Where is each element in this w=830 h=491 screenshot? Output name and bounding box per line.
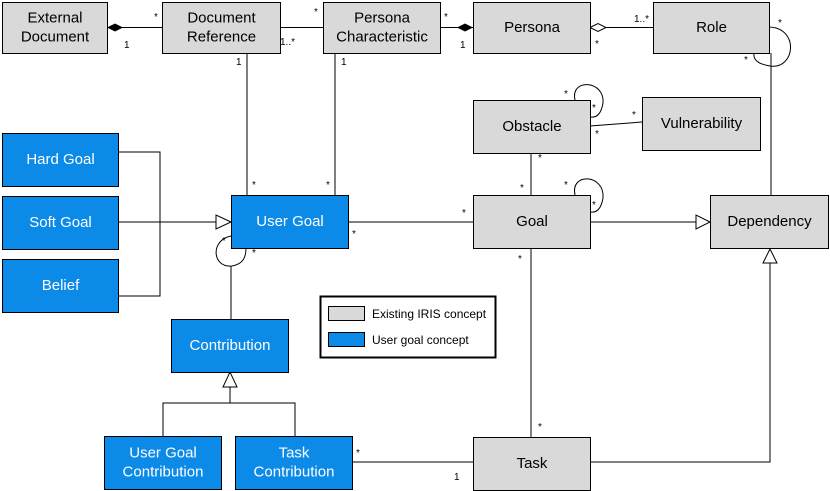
m-taskcontrib-star: * [356, 448, 360, 459]
m-role-star-right: * [778, 18, 782, 29]
soft-goal-label-1: Soft Goal [29, 214, 92, 231]
m-obstacle-star-self-b: * [592, 103, 596, 114]
m-usergoal-star-docref: * [252, 180, 256, 191]
edge-hardgoal [118, 151, 161, 297]
legend-swatch-existing [328, 306, 365, 321]
role-label-1: Role [696, 19, 727, 36]
persona-characteristic-label-1: Persona [354, 10, 411, 27]
contribution-box: Contribution [171, 319, 289, 373]
persona-box: Persona [473, 2, 591, 54]
generalization-arrow [215, 214, 233, 230]
m-obstacle-star-vuln: * [595, 129, 599, 140]
legend-label-user: User goal concept [372, 333, 469, 347]
dependency-box: Dependency [710, 195, 829, 249]
legend-swatch-user [328, 332, 365, 347]
m-docref-1-bottom: 1 [236, 57, 242, 68]
m-obstacle-star-self-a: * [564, 89, 568, 100]
m-role-1n: 1..* [634, 14, 649, 25]
user-goal-contribution-label-2: Contribution [123, 464, 204, 481]
m-perschar-1-bottom: 1 [341, 57, 347, 68]
m-goal-star-usergoal: * [462, 208, 466, 219]
generalization-arrow [222, 370, 238, 388]
m-task-star-top: * [538, 422, 542, 433]
task-contribution-label-1: Task [279, 445, 310, 462]
dependency-label-1: Dependency [727, 213, 812, 230]
soft-goal-box: Soft Goal [2, 196, 119, 250]
generalization-arrow [695, 214, 712, 230]
m-usergoal-star-perschar: * [326, 180, 330, 191]
edge-goal-self [574, 178, 604, 213]
external-document-label-2: Document [21, 29, 90, 46]
edge-contrib-children [162, 402, 296, 436]
belief-box: Belief [2, 259, 119, 313]
edge-usergoal-self [215, 235, 247, 267]
aggregation-diamond [588, 22, 608, 33]
m-docref-1n: 1..* [280, 37, 295, 48]
m-usergoal-star-goal: * [352, 229, 356, 240]
obstacle-box: Obstacle [473, 100, 591, 154]
persona-label-1: Persona [504, 19, 561, 36]
goal-label-1: Goal [516, 213, 548, 230]
m-usergoal-star-self-a: * [222, 236, 226, 247]
document-reference-label-2: Reference [187, 29, 256, 46]
task-box: Task [473, 437, 591, 491]
vulnerability-box: Vulnerability [642, 97, 761, 151]
obstacle-label-1: Obstacle [502, 118, 561, 135]
contribution-label-1: Contribution [190, 337, 271, 354]
m-persona-star: * [595, 39, 599, 50]
edges-layer [107, 22, 791, 463]
hard-goal-label-1: Hard Goal [26, 151, 94, 168]
edge-obstacle-self [574, 84, 604, 118]
persona-characteristic-label-2: Characteristic [336, 29, 428, 46]
m-goal-star-self-a: * [564, 180, 568, 191]
user-goal-box: User Goal [231, 195, 349, 249]
multiplicities-layer: 1 * 1..* * * 1 * 1..* * * 1 1 * * * * * * * * * * * * * * * * * 1 [124, 7, 782, 483]
user-goal-label-1: User Goal [256, 213, 324, 230]
m-goal-star-top: * [520, 183, 524, 194]
user-goal-contribution-label-1: User Goal [129, 445, 197, 462]
legend-label-existing: Existing IRIS concept [372, 307, 487, 321]
m-obstacle-star-bottom: * [538, 153, 542, 164]
m-goal-star-bottom: * [518, 254, 522, 265]
m-perschar-star-left: * [314, 7, 318, 18]
role-box: Role [653, 2, 770, 54]
m-perschar-star-right: * [444, 12, 448, 23]
hard-goal-box: Hard Goal [2, 133, 119, 187]
external-document-label-1: External [27, 10, 82, 27]
m-role-star-bottom: * [744, 55, 748, 66]
composition-diamond [457, 23, 473, 32]
m-persona-1: 1 [460, 40, 466, 51]
edge-obstacle-vuln [589, 121, 643, 127]
m-docref-star-left: * [154, 12, 158, 23]
m-goal-star-self-b: * [592, 200, 596, 211]
m-usergoal-star-self-b: * [252, 248, 256, 259]
edge-role-self [753, 26, 791, 67]
task-contribution-label-2: Contribution [254, 464, 335, 481]
edge-task-dependency [590, 263, 771, 463]
m-extdoc-1: 1 [124, 40, 130, 51]
document-reference-label-1: Document [187, 10, 256, 27]
belief-label-1: Belief [42, 277, 80, 294]
generalization-arrow [762, 247, 778, 264]
m-vuln-star: * [632, 110, 636, 121]
vulnerability-label-1: Vulnerability [661, 115, 743, 132]
m-task-1: 1 [454, 472, 460, 483]
goal-box: Goal [473, 195, 591, 249]
composition-diamond [107, 23, 123, 32]
legend-frame [319, 295, 497, 359]
task-label-1: Task [517, 455, 548, 472]
